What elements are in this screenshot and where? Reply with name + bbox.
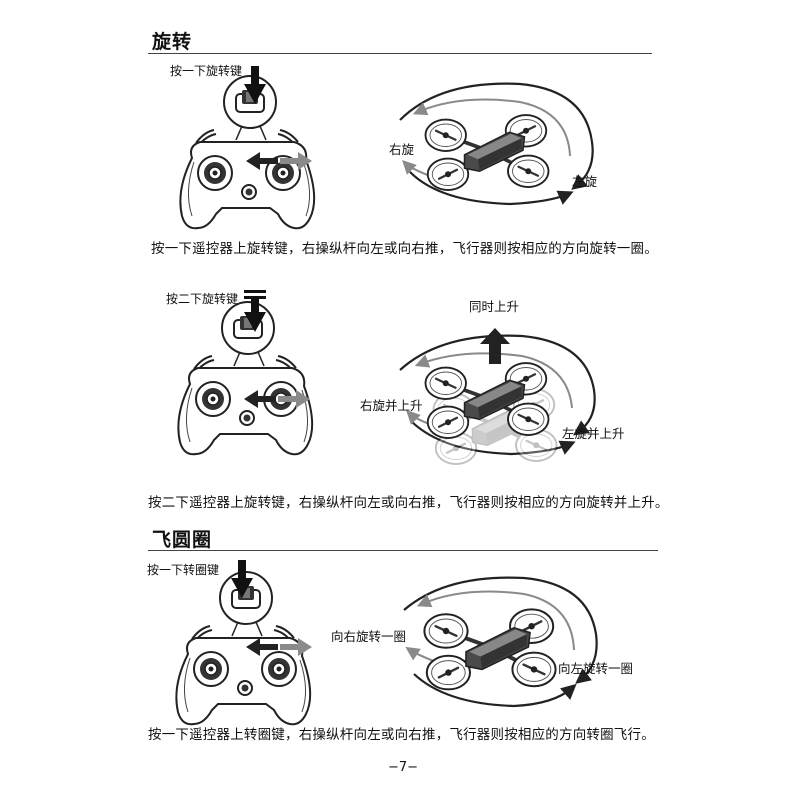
caption: 按二下遥控器上旋转键，右操纵杆向左或向右推，飞行器则按相应的方向旋转并上升。 <box>148 495 669 511</box>
rotate-left-ascend-label: 左旋并上升 <box>562 426 625 441</box>
press-arrow-icon <box>231 560 253 598</box>
drone-icon <box>412 104 562 204</box>
section-divider <box>148 550 658 551</box>
button-label: 按一下旋转键 <box>170 64 243 78</box>
section-title-rotate: 旋转 <box>152 31 193 53</box>
section-divider <box>148 53 652 54</box>
push-arrow-icon <box>244 390 310 408</box>
press-arrow-icon <box>244 66 266 104</box>
caption: 按一下遥控器上转圈键，右操纵杆向左或向右推，飞行器则按相应的方向转圈飞行。 <box>148 727 655 743</box>
section-title-circle: 飞圆圈 <box>152 529 213 551</box>
push-arrow-icon <box>246 152 312 170</box>
drone-icon <box>410 598 570 704</box>
drone-icon <box>412 352 562 452</box>
push-arrow-icon <box>246 638 312 656</box>
page-number: −7− <box>388 760 419 775</box>
circle-right-label: 向右旋转一圈 <box>331 629 407 644</box>
button-label: 按二下旋转键 <box>166 292 239 306</box>
ascend-label: 同时上升 <box>469 299 520 314</box>
button-label: 按一下转圈键 <box>147 563 220 577</box>
rotate-right-label: 右旋 <box>389 142 415 157</box>
rotate-left-label: 左旋 <box>572 174 598 189</box>
up-arrow-icon <box>480 328 510 364</box>
circle-left-label: 向左旋转一圈 <box>558 661 634 676</box>
rotate-right-ascend-label: 右旋并上升 <box>360 398 423 413</box>
press-arrow-icon <box>244 290 266 332</box>
caption: 按一下遥控器上旋转键，右操纵杆向左或向右推，飞行器则按相应的方向旋转一圈。 <box>151 241 658 257</box>
